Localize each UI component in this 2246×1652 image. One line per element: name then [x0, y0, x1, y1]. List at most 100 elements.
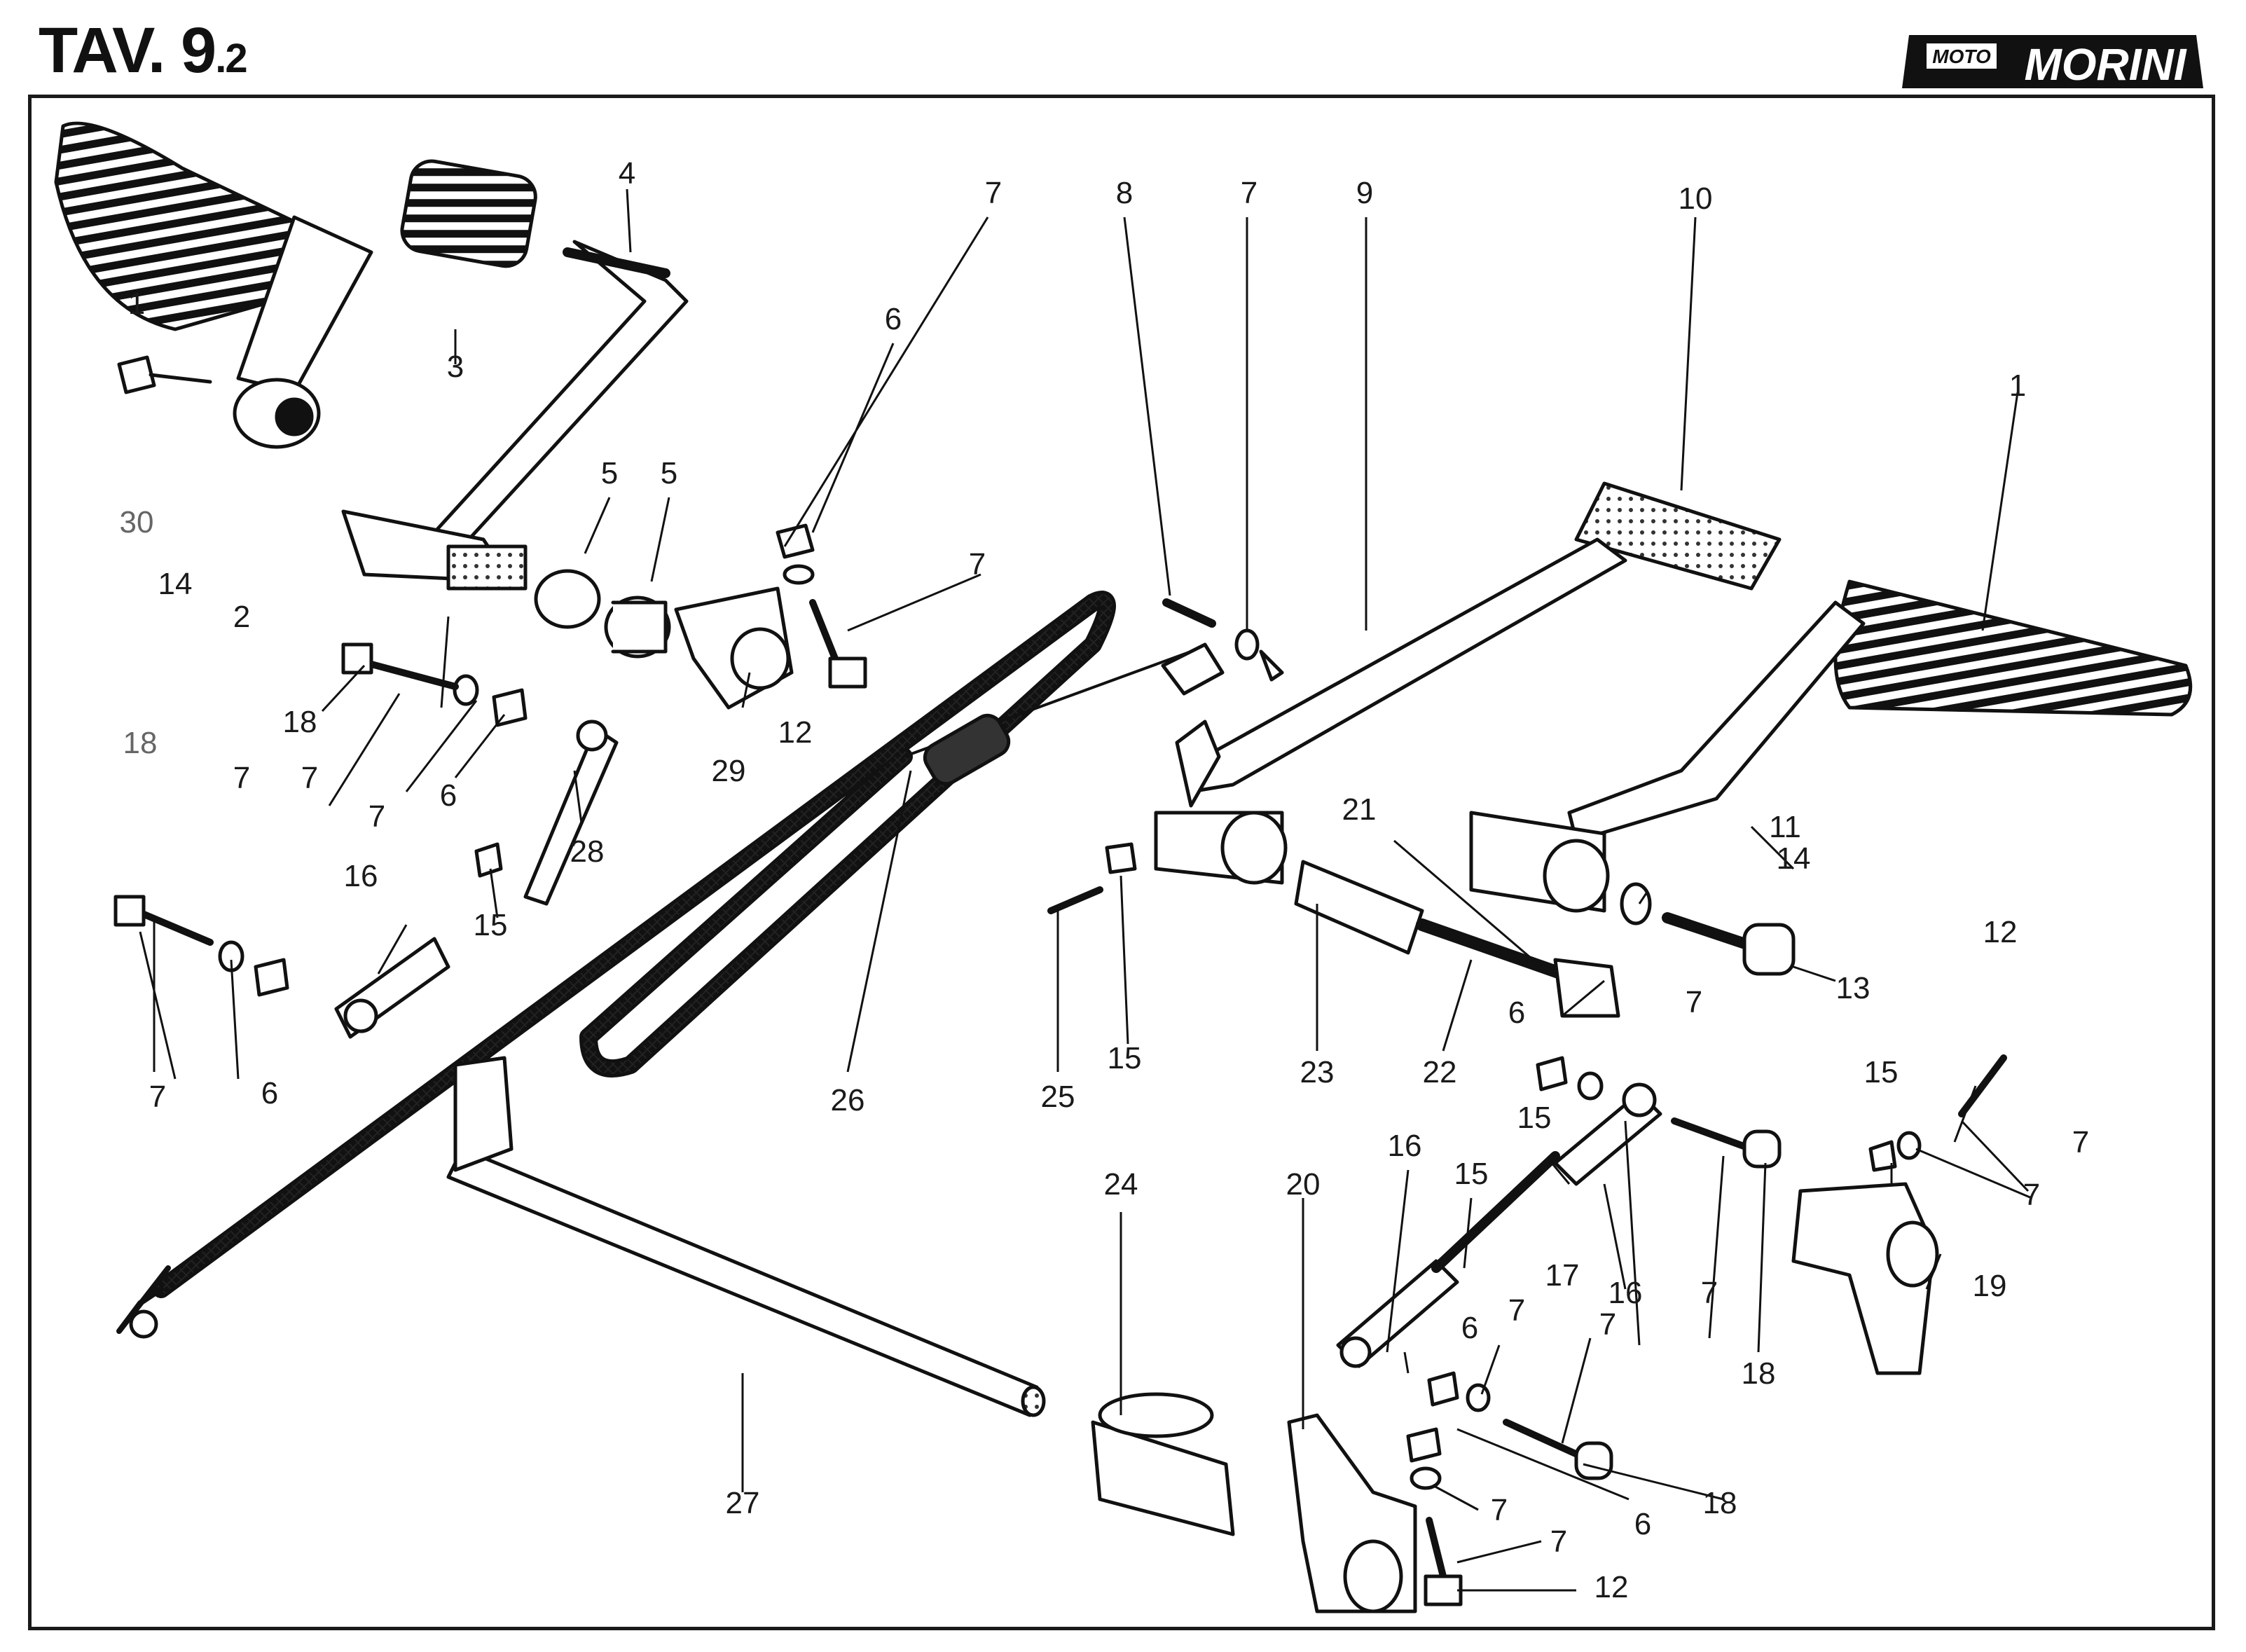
callout: 15: [1454, 1157, 1489, 1191]
callout: 12: [1594, 1570, 1629, 1604]
callout: 7: [1599, 1307, 1616, 1342]
spring-washer-14: [1620, 882, 1652, 925]
callout: 12: [778, 715, 813, 750]
callout: 25: [1041, 1080, 1075, 1114]
callout: 16: [1388, 1129, 1422, 1163]
logo-small-text: MOTO: [1932, 46, 1991, 67]
bolt-30: [117, 355, 212, 394]
callout: 7: [1686, 985, 1702, 1019]
footrest-rubber-right: [1833, 579, 2193, 717]
callout: 7: [1701, 1276, 1718, 1310]
washer-7-mid: [1234, 628, 1260, 661]
kick-rubber: [400, 159, 537, 268]
bush-24: [1091, 1420, 1235, 1536]
callout: 16: [344, 859, 378, 893]
nut-15-a: [474, 842, 503, 878]
callout: 7: [985, 176, 1002, 210]
kick-lever: [432, 240, 689, 549]
callout: 17: [1545, 1258, 1580, 1293]
washer-7-a: [453, 674, 479, 706]
callout: 14: [158, 567, 193, 601]
callout: 7: [301, 761, 318, 795]
shaft-27-arm: [453, 1056, 514, 1172]
page-title: TAV. 9.2: [39, 14, 248, 88]
pivot-head: [1553, 958, 1620, 1018]
bolt-25: [1047, 886, 1103, 914]
callout: 11: [1769, 810, 1801, 844]
callout: 14: [1777, 841, 1811, 876]
clevis-pin-8: [1162, 598, 1216, 628]
title-subnumber: .2: [215, 36, 247, 81]
callout: 18: [1742, 1356, 1776, 1391]
nut-6-a: [492, 688, 528, 727]
callout: 21: [1342, 792, 1377, 827]
callout: 12: [1983, 915, 2018, 949]
callout: 7: [1508, 1293, 1525, 1328]
callout: 20: [1286, 1167, 1321, 1202]
bolt-18-d: [1503, 1419, 1587, 1461]
footrest-arm-right: [1567, 600, 1866, 843]
callout: 6: [1634, 1507, 1651, 1541]
nut-15-right: [1868, 1140, 1897, 1172]
nut-6-e: [1406, 1427, 1442, 1463]
split-pin-9: [1259, 649, 1284, 682]
callout: 7: [2023, 1178, 2040, 1212]
callout: 24: [1104, 1167, 1138, 1202]
callout: 29: [712, 754, 746, 788]
diagram-frame: [28, 95, 2215, 1630]
callout: 6: [1508, 996, 1525, 1030]
washer-7-right: [1896, 1131, 1922, 1160]
callout: 13: [1836, 971, 1870, 1005]
moto-morini-logo: MOTO MORINI: [1902, 35, 2203, 90]
bolt-18-c: [1671, 1117, 1755, 1152]
callout: 5: [661, 456, 677, 490]
callout: 7: [1241, 176, 1258, 210]
callout: 7: [149, 1080, 166, 1114]
pivot-sleeve-23: [1294, 860, 1424, 955]
callout: 22: [1423, 1055, 1457, 1089]
leader-lines: [139, 188, 2032, 1592]
callout: 15: [1864, 1055, 1899, 1089]
callout: 23: [1300, 1055, 1335, 1089]
washer-7-d: [1466, 1383, 1491, 1412]
callout: 7: [368, 799, 385, 834]
callout: 3: [447, 350, 464, 384]
brake-pedal-pad: [1574, 481, 1782, 591]
clevis-fork: [1161, 642, 1225, 696]
splined-shaft: [446, 544, 528, 591]
callout: 16: [1608, 1276, 1643, 1310]
callout: 19: [1973, 1269, 2007, 1303]
nut-6-c: [1536, 1056, 1568, 1092]
callout: 18: [123, 726, 158, 760]
bush-5b-body: [611, 600, 668, 654]
callout: 8: [1116, 176, 1133, 210]
callout: 1: [2009, 369, 2026, 403]
nut-6-d: [1427, 1371, 1459, 1407]
callout: 6: [440, 778, 457, 813]
callout: 4: [619, 156, 635, 191]
callout: 6: [261, 1076, 278, 1110]
callout: 7: [969, 547, 986, 581]
callout: 9: [1356, 176, 1373, 210]
callout: 7: [1491, 1493, 1508, 1527]
callout: 2: [233, 600, 250, 634]
washer-7-e: [1410, 1466, 1442, 1490]
callout: 30: [120, 505, 154, 539]
cable-end: [116, 1265, 171, 1334]
callout: 7: [2072, 1125, 2089, 1159]
callout: 15: [474, 908, 508, 942]
bolt-13: [1662, 912, 1757, 951]
callout: 1: [128, 287, 145, 321]
bolt-12-bottom: [1426, 1517, 1447, 1580]
washer-7-c: [1577, 1071, 1604, 1101]
brake-pedal-tab: [1175, 720, 1221, 808]
cable-adjuster: [923, 713, 1011, 786]
nut-6-b: [254, 958, 289, 997]
callout: 18: [283, 705, 317, 739]
callout: 18: [1703, 1486, 1737, 1520]
callout: 10: [1679, 181, 1713, 216]
callout: 6: [885, 302, 902, 336]
callout: 28: [570, 834, 605, 869]
callout: 5: [601, 456, 618, 490]
